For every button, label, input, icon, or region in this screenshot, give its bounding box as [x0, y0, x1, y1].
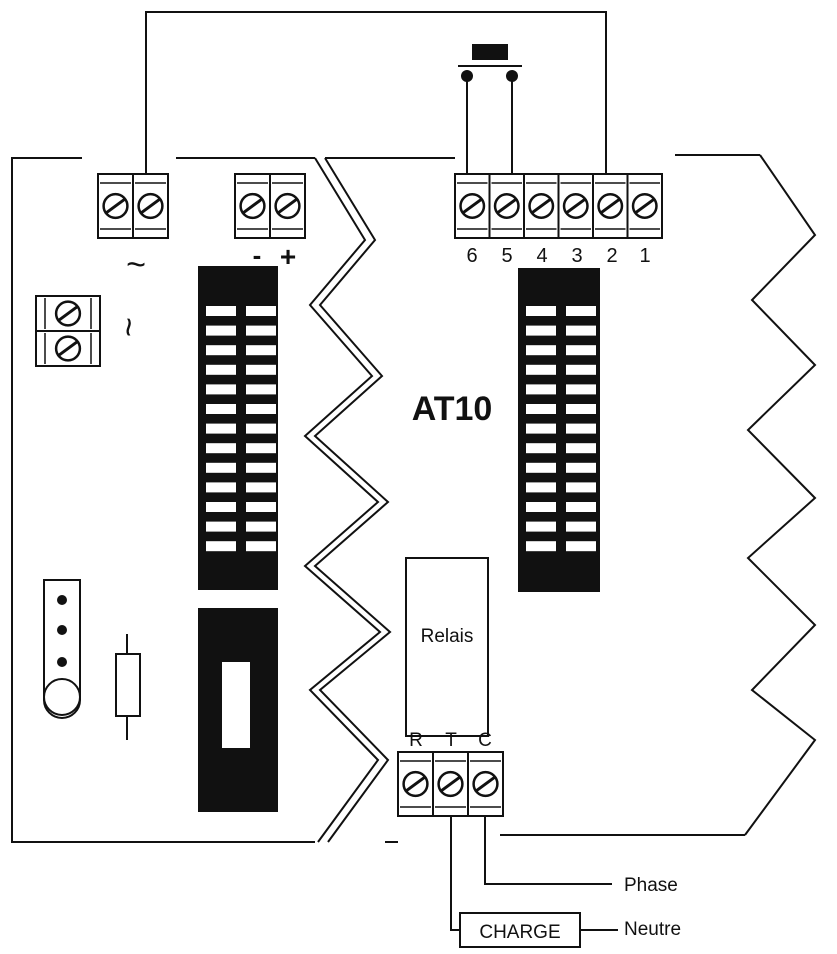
ac-symbol-side: ~ [109, 317, 147, 337]
left-board-outline [11, 157, 392, 843]
terminal-number-3: 3 [571, 245, 582, 267]
relay-terminal-screw [432, 751, 469, 817]
dc-terminal-screw [269, 173, 306, 239]
relay-terminal-screw [397, 751, 434, 817]
side-terminal-block [35, 295, 101, 367]
led-indicator [43, 579, 81, 719]
terminal-number-1: 1 [639, 245, 650, 267]
relay-letter-c: C [478, 730, 492, 751]
side-terminal-screw [35, 330, 101, 367]
relay-terminal-letters: R T C [409, 730, 492, 751]
right-board-outline [325, 154, 817, 843]
top-terminal-numbers: 6 5 4 3 2 1 [466, 245, 650, 267]
top-ac-wire [145, 11, 607, 176]
dc-plus-label: + [280, 241, 296, 272]
dc-minus-label: - [253, 240, 262, 270]
relay-label: Relais [421, 626, 474, 647]
top-terminal-screw [454, 173, 491, 239]
relay: Relais [405, 557, 489, 737]
ac-terminal-screw [132, 173, 169, 239]
ac-terminal-block [97, 173, 169, 239]
dc-terminal-block [234, 173, 306, 239]
terminal-number-2: 2 [606, 245, 617, 267]
top-terminal-screw [592, 173, 629, 239]
top-terminal-screw [626, 173, 663, 239]
relay-letter-t: T [445, 730, 457, 751]
charge-label: CHARGE [479, 922, 560, 943]
model-label: AT10 [412, 390, 493, 428]
top-terminal-screw [557, 173, 594, 239]
terminal-number-5: 5 [501, 245, 512, 267]
top-terminal-block [454, 173, 663, 239]
right-connector-strip [518, 268, 600, 592]
side-terminal-screw [35, 295, 101, 332]
top-terminal-screw [488, 173, 525, 239]
dc-terminal-screw [234, 173, 271, 239]
terminal-number-4: 4 [536, 245, 547, 267]
output-wiring [450, 815, 618, 931]
ac-terminal-screw [97, 173, 134, 239]
terminal-number-6: 6 [466, 245, 477, 267]
ac-symbol-top: ~ [126, 246, 146, 284]
lower-black-block [198, 608, 278, 812]
relay-letter-r: R [409, 730, 423, 751]
phase-label: Phase [624, 875, 678, 896]
push-button [458, 44, 522, 176]
relay-terminal-block [397, 751, 504, 817]
left-connector-strip [198, 266, 278, 590]
resistor [115, 634, 141, 740]
neutre-label: Neutre [624, 919, 681, 940]
top-terminal-screw [523, 173, 560, 239]
charge-box: CHARGE [459, 912, 581, 948]
relay-terminal-screw [467, 751, 504, 817]
